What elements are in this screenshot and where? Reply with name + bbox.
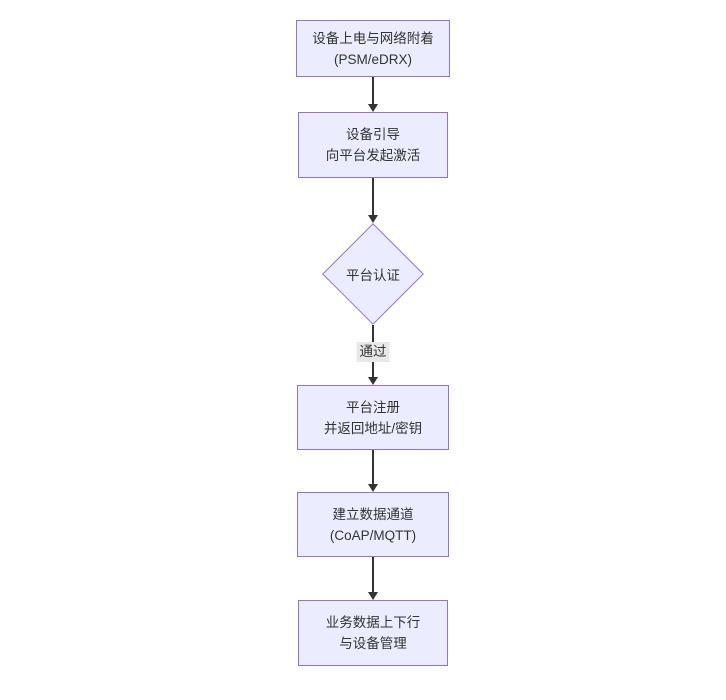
edge-line — [372, 178, 374, 215]
node-text-line: 与设备管理 — [339, 636, 407, 651]
edge-line — [372, 77, 374, 104]
node-business-data-device-mgmt: 业务数据上下行 与设备管理 — [298, 600, 448, 666]
edge-arrow-4 — [368, 450, 378, 492]
node-text-line: 平台认证 — [346, 268, 400, 283]
arrowhead-down-icon — [368, 104, 378, 112]
arrowhead-down-icon — [368, 592, 378, 600]
node-text-line: 建立数据通道 — [332, 506, 414, 522]
arrowhead-down-icon — [368, 215, 378, 223]
node-text-line: (CoAP/MQTT) — [329, 527, 417, 543]
node-text-line: 并返回地址/密钥 — [323, 420, 423, 436]
node-data-channel: 建立数据通道 (CoAP/MQTT) — [297, 492, 449, 557]
arrowhead-down-icon — [368, 377, 378, 385]
node-text-line: 业务数据上下行 — [325, 615, 421, 630]
node-text-line: (PSM/eDRX) — [333, 51, 412, 67]
edge-arrow-2 — [368, 178, 378, 223]
edge-arrow-1 — [368, 77, 378, 112]
arrowhead-down-icon — [368, 484, 378, 492]
edge-line — [372, 557, 374, 592]
node-device-bootstrap: 设备引导 向平台发起激活 — [298, 112, 448, 178]
edge-line — [372, 450, 374, 484]
node-text-line: 向平台发起激活 — [325, 148, 421, 163]
node-power-on-network-attach: 设备上电与网络附着 (PSM/eDRX) — [296, 20, 450, 77]
node-text-line: 设备引导 — [346, 127, 400, 142]
node-text-line: 平台注册 — [346, 399, 400, 415]
node-platform-auth-decision: 平台认证 — [322, 223, 424, 325]
node-text-line: 设备上电与网络附着 — [312, 30, 434, 46]
node-platform-register: 平台注册 并返回地址/密钥 — [297, 385, 449, 450]
edge-arrow-5 — [368, 557, 378, 600]
edge-label-pass: 通过 — [356, 342, 390, 362]
